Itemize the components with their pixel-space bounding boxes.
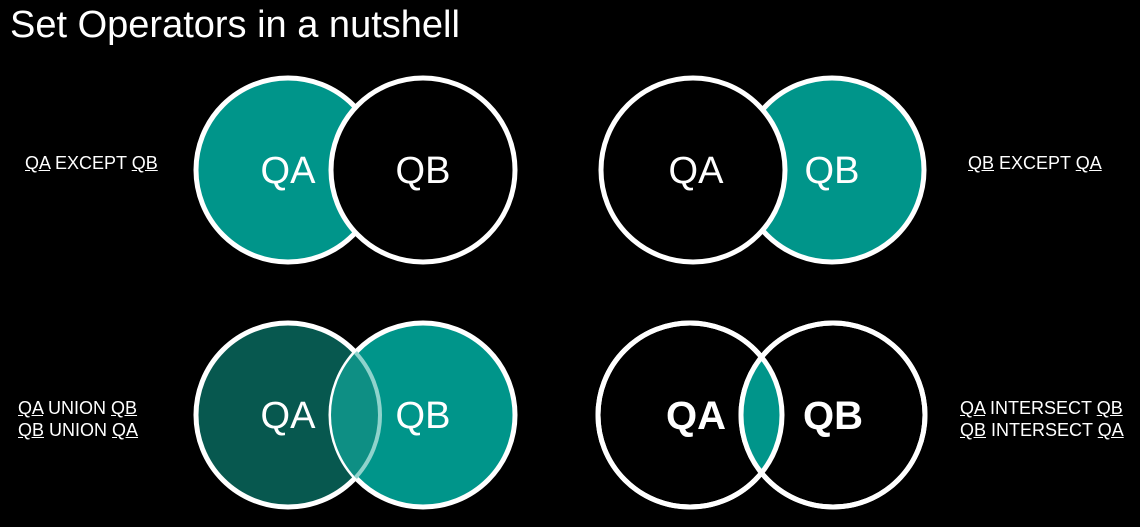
circle-qb-stroke <box>738 320 928 510</box>
operand-name: QA <box>25 153 51 173</box>
venn-except-ab: QA QB <box>193 75 518 265</box>
circle-qa-label: QA <box>261 150 317 192</box>
operation-label-line: QB UNION QA <box>18 419 138 441</box>
operand-name: QB <box>1096 398 1123 418</box>
circle-qb <box>328 75 518 265</box>
label-except-ba: QB EXCEPT QA <box>968 152 1102 174</box>
operand-name: QA <box>960 398 986 418</box>
venn-union: QA QB <box>193 320 518 510</box>
venn-except-ba: QA QB <box>598 75 927 265</box>
operation-label-line: QA INTERSECT QB <box>960 397 1124 419</box>
circle-qb-label: QB <box>805 150 860 192</box>
circle-qa-label: QA <box>261 395 317 437</box>
operand-name: QA <box>1075 153 1102 173</box>
operand-name: QB <box>131 153 158 173</box>
operation-label-line: QB INTERSECT QA <box>960 419 1124 441</box>
operator-keyword: EXCEPT <box>994 153 1076 173</box>
circle-qb-label: QB <box>396 395 451 437</box>
venn-intersect: QA QB <box>595 320 928 510</box>
operand-name: QA <box>18 398 44 418</box>
operand-name: QB <box>111 398 138 418</box>
label-except-ab: QA EXCEPT QB <box>25 152 158 174</box>
circle-qa-label: QA <box>669 150 725 192</box>
operand-name: QA <box>112 420 139 440</box>
circle-qa-outline <box>331 323 382 507</box>
operator-keyword: UNION <box>43 398 112 418</box>
operand-name: QB <box>960 420 987 440</box>
circle-qa-label: QA <box>666 394 726 438</box>
operand-name: QA <box>1097 420 1124 440</box>
circle-qa-stroke <box>595 320 785 510</box>
operator-keyword: UNION <box>44 420 113 440</box>
operand-name: QB <box>18 420 45 440</box>
operation-label-line: QB EXCEPT QA <box>968 152 1102 174</box>
operation-label-line: QA EXCEPT QB <box>25 152 158 174</box>
circle-qb-label: QB <box>803 394 863 438</box>
operator-keyword: INTERSECT <box>985 398 1097 418</box>
page-title: Set Operators in a nutshell <box>10 4 460 46</box>
operand-name: QB <box>968 153 995 173</box>
circle-qa <box>598 75 788 265</box>
circle-qb-label: QB <box>396 150 451 192</box>
operator-keyword: INTERSECT <box>986 420 1098 440</box>
operator-keyword: EXCEPT <box>50 153 132 173</box>
operation-label-line: QA UNION QB <box>18 397 138 419</box>
